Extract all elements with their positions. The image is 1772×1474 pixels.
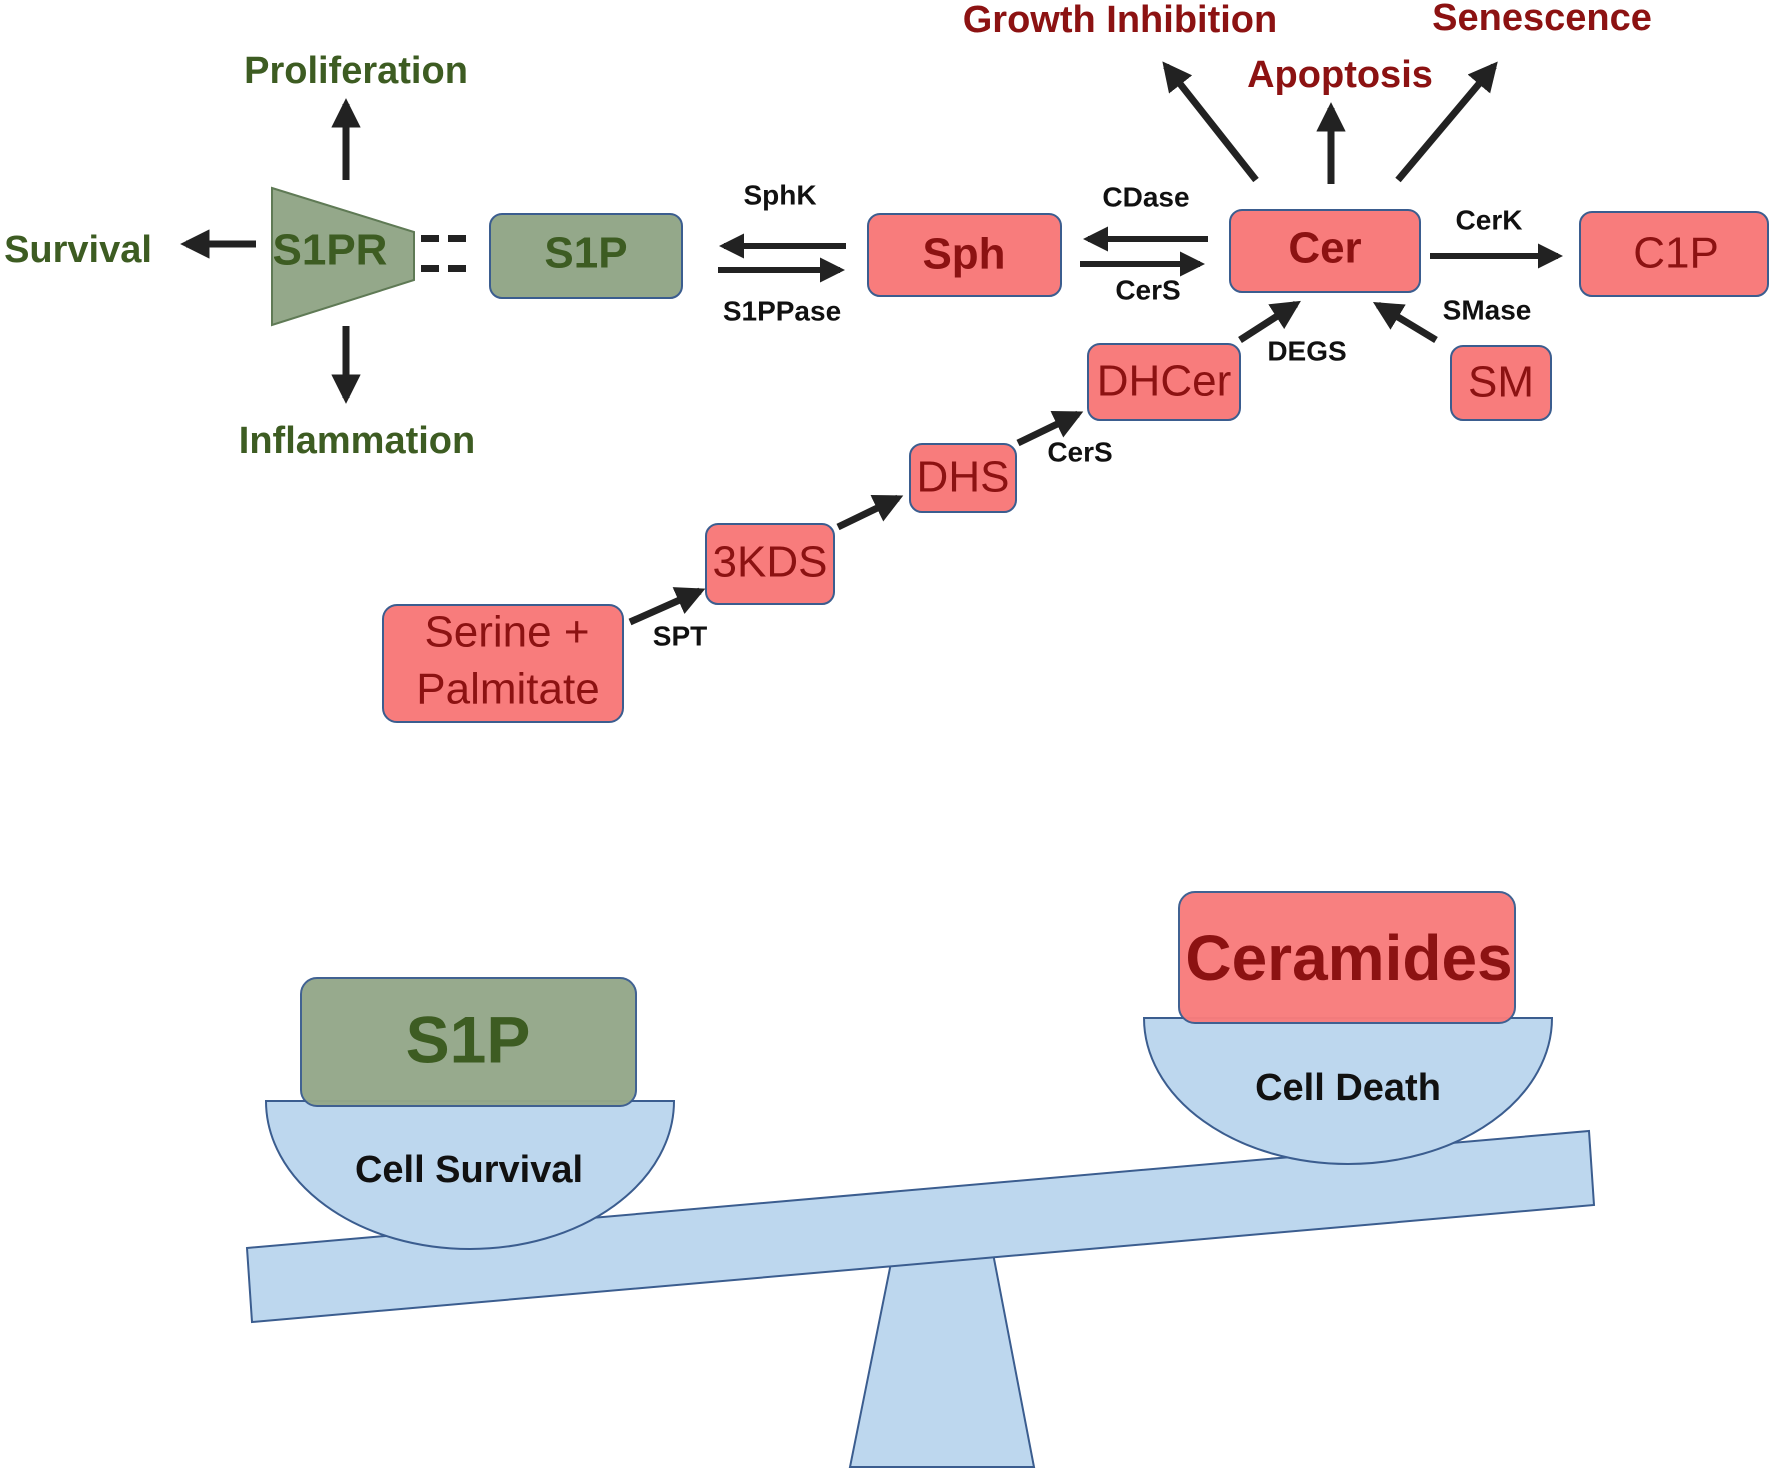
c1p-label: C1P — [1633, 229, 1719, 278]
dhcer-node — [1087, 343, 1241, 421]
left-bowl-label: Cell Survival — [355, 1149, 583, 1191]
serine-label: Serine + — [424, 608, 589, 657]
arrow-dhs-to-dhcer — [1016, 410, 1084, 447]
enzyme-cers-top: CerS — [1115, 274, 1180, 305]
enzyme-sphk: SphK — [743, 179, 816, 210]
left-weight-label: S1P — [406, 1002, 531, 1076]
outcome-proliferation: Proliferation — [244, 50, 468, 92]
right-weight-ceramides — [1178, 891, 1516, 1024]
arrow-serine-to-3kds — [628, 587, 706, 626]
outcome-growth-inhibition: Growth Inhibition — [963, 0, 1277, 41]
arrow-dhcer-to-cer — [1238, 300, 1301, 343]
receptor-binding-dashes — [421, 235, 466, 272]
s1pr-receptor-shape — [271, 186, 415, 327]
left-bowl — [264, 1100, 676, 1250]
3kds-node — [705, 523, 835, 605]
outcome-survival: Survival — [4, 229, 152, 271]
dhcer-label: DHCer — [1097, 357, 1231, 406]
arrow-to-senescence — [1395, 61, 1498, 183]
enzyme-smase: SMase — [1443, 294, 1532, 325]
left-weight-s1p — [300, 977, 637, 1107]
arrow-sm-to-cer — [1372, 301, 1438, 343]
arrow-to-growth-inhibition — [1162, 61, 1259, 183]
right-bowl-label: Cell Death — [1255, 1067, 1441, 1109]
right-weight-label: Ceramides — [1185, 922, 1512, 994]
enzyme-cers-mid: CerS — [1047, 436, 1112, 467]
enzyme-s1ppase: S1PPase — [723, 295, 841, 326]
3kds-label: 3KDS — [713, 538, 828, 587]
dhs-node — [909, 443, 1017, 513]
dhs-label: DHS — [917, 453, 1010, 502]
s1pr-label: S1PR — [273, 226, 388, 275]
sm-node — [1450, 345, 1552, 421]
s1p-node — [489, 213, 683, 299]
c1p-node — [1579, 211, 1769, 297]
sph-node — [867, 213, 1062, 297]
outcome-senescence: Senescence — [1432, 0, 1652, 39]
outcome-apoptosis: Apoptosis — [1247, 54, 1433, 96]
s1p-label: S1P — [544, 229, 627, 278]
cer-label: Cer — [1288, 224, 1361, 273]
seesaw-fulcrum — [848, 1242, 1036, 1468]
sm-label: SM — [1468, 358, 1534, 407]
enzyme-cdase: CDase — [1102, 181, 1189, 212]
outcome-inflammation: Inflammation — [239, 420, 475, 462]
arrow-3kds-to-dhs — [836, 494, 904, 531]
palmitate-label: Palmitate — [416, 665, 599, 714]
serine-palmitate-node — [382, 604, 624, 723]
enzyme-spt: SPT — [653, 620, 707, 651]
enzyme-degs: DEGS — [1267, 335, 1346, 366]
seesaw-beam — [245, 1129, 1596, 1324]
sph-label: Sph — [922, 230, 1005, 279]
enzyme-cerk: CerK — [1456, 204, 1523, 235]
right-bowl — [1142, 1017, 1554, 1165]
cer-node — [1229, 209, 1421, 293]
